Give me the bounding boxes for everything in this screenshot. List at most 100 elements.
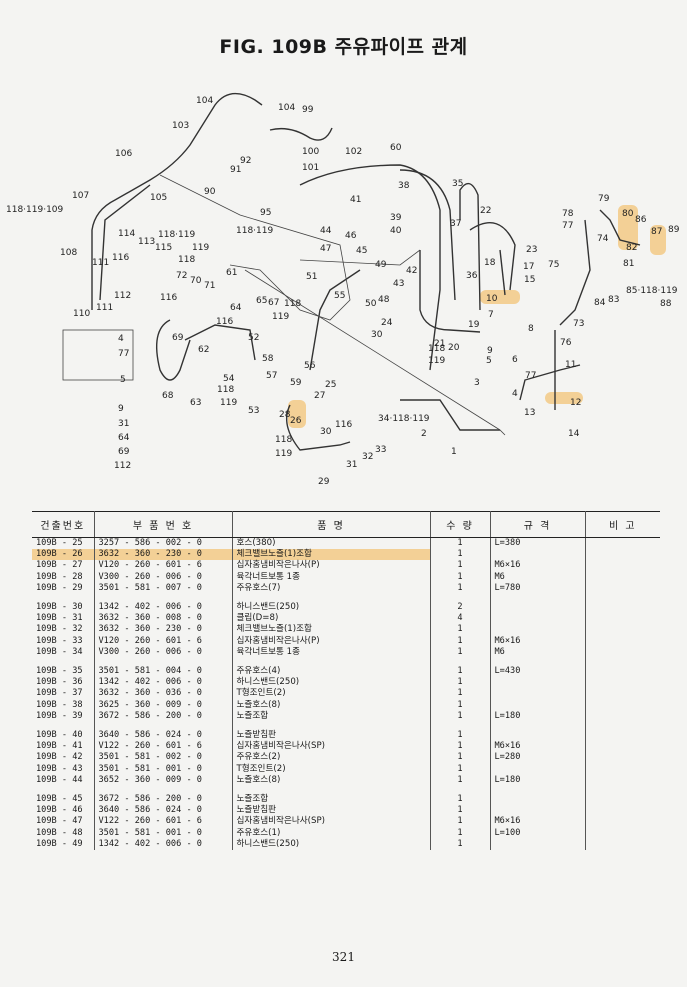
spacer-cell [32, 658, 95, 667]
bracket-frame [159, 174, 506, 436]
callout-label: 99 [302, 105, 314, 115]
cell-spec [490, 624, 586, 636]
cell-quantity: 1 [430, 537, 491, 550]
cell-remarks [585, 711, 660, 722]
callout-label: 40 [390, 226, 402, 236]
cell-item-no: 109B - 31 [32, 613, 95, 625]
cell-item-no: 109B - 28 [32, 571, 95, 583]
cell-item-no: 109B - 25 [32, 537, 95, 550]
callout-label: 5 [486, 356, 492, 366]
callout-label: 116 [216, 317, 233, 327]
cell-part-no: 3501 - 581 - 002 - 0 [94, 752, 233, 764]
callout-label: 10 [486, 294, 498, 304]
cell-remarks [585, 816, 660, 827]
cell-spec: M6×16 [490, 560, 586, 572]
cell-part-name: 노즐받침판 [232, 730, 431, 742]
cell-part-name: T형조인트(2) [232, 688, 431, 700]
cell-spec [490, 838, 586, 851]
cell-part-no: 3640 - 586 - 024 - 0 [94, 805, 233, 817]
cell-remarks [585, 775, 660, 786]
callout-label: 119 [192, 243, 209, 253]
callout-label: 100 [302, 147, 319, 157]
cell-quantity: 1 [430, 710, 491, 723]
cell-item-no: 109B - 40 [32, 730, 95, 742]
cell-quantity: 1 [430, 677, 491, 689]
callout-label: 13 [524, 408, 535, 418]
callout-label: 6 [512, 355, 518, 365]
callout-label: 76 [560, 338, 572, 348]
callout-label: 104 [278, 103, 295, 113]
cell-part-name: 하니스밴드(250) [232, 838, 431, 851]
callout-label: 102 [345, 147, 362, 157]
cell-part-no: 1342 - 402 - 006 - 0 [94, 838, 233, 851]
cell-item-no: 109B - 49 [32, 838, 95, 851]
cell-item-no: 109B - 27 [32, 560, 95, 572]
spacer-cell [430, 722, 491, 731]
callout-label: 30 [320, 427, 332, 437]
callout-label: 74 [597, 234, 609, 244]
cell-item-no: 109B - 46 [32, 805, 95, 817]
callout-label: 58 [262, 354, 274, 364]
cell-part-name: 주유호스(2) [232, 752, 431, 764]
group-spacer [32, 722, 660, 731]
legend-label: 9 [118, 404, 124, 414]
cell-item-no: 109B - 44 [32, 774, 95, 787]
callout-label: 43 [393, 279, 404, 289]
cell-remarks [585, 688, 660, 699]
callout-label: 70 [190, 276, 202, 286]
callout-label: 90 [204, 187, 216, 197]
cell-remarks [585, 741, 660, 752]
callout-label: 50 [365, 299, 377, 309]
cell-part-name: 노즐조합 [232, 710, 431, 723]
callout-label: 83 [608, 295, 619, 305]
cell-remarks [585, 647, 660, 658]
page-number: 321 [332, 950, 355, 964]
cell-spec [490, 677, 586, 689]
cell-part-no: 3501 - 581 - 001 - 0 [94, 763, 233, 775]
callout-label: 85·118·119 [626, 286, 678, 296]
spacer-cell [585, 786, 660, 794]
callout-label: 65 [256, 296, 267, 306]
callout-label: 112 [114, 291, 131, 301]
cell-remarks [585, 624, 660, 635]
callout-label: 119 [272, 312, 289, 322]
cell-quantity: 1 [430, 582, 491, 595]
highlight-mark [618, 205, 638, 250]
cell-part-no: V120 - 260 - 601 - 6 [94, 560, 233, 572]
cell-item-no: 109B - 32 [32, 624, 95, 636]
cell-spec: M6×16 [490, 816, 586, 828]
header-remarks: 비 고 [585, 511, 660, 538]
cell-part-name: 주유호스(1) [232, 827, 431, 839]
spacer-cell [32, 786, 95, 795]
cell-part-name: 클립(D=8) [232, 613, 431, 625]
callout-label: 118·119 [158, 230, 195, 240]
cell-part-name: 체크밸브노즐(1)조합 [232, 624, 431, 636]
callout-label: 119 [428, 356, 445, 366]
cell-item-no: 109B - 45 [32, 794, 95, 806]
callout-label: 31 [346, 460, 357, 470]
callout-label: 77 [525, 371, 536, 381]
callout-label: 118 [275, 435, 292, 445]
cell-item-no: 109B - 42 [32, 752, 95, 764]
spacer-cell [232, 658, 431, 667]
callout-label: 89 [668, 225, 680, 235]
cell-quantity: 1 [430, 549, 491, 561]
callout-label: 25 [325, 380, 336, 390]
highlight-mark [650, 225, 666, 255]
callout-label: 34·118·119 [378, 414, 430, 424]
cell-quantity: 1 [430, 571, 491, 583]
cell-remarks [585, 572, 660, 583]
callout-label: 29 [318, 477, 330, 487]
callout-label: 64 [230, 303, 242, 313]
callout-label: 68 [162, 391, 174, 401]
callout-label: 9 [487, 346, 493, 356]
